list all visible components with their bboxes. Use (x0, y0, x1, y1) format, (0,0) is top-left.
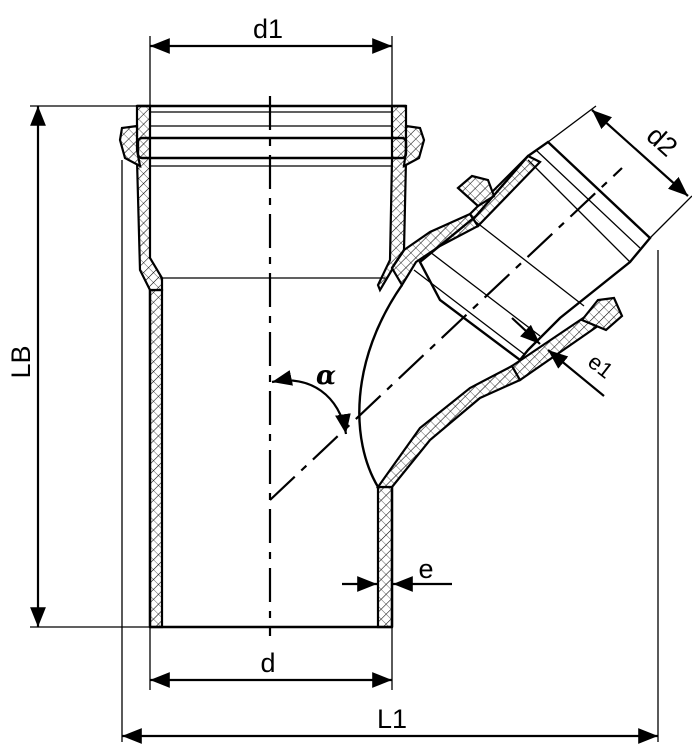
e1-arrow-outer (511, 317, 541, 345)
d2-label: d2 (641, 120, 683, 162)
lb-label: LB (6, 345, 36, 378)
branch-inner-curve (358, 284, 403, 488)
branch-axis (269, 167, 623, 501)
branch-bead-upper (456, 174, 496, 208)
branch-socket-upper (468, 154, 542, 228)
branch-lower-wall (375, 364, 522, 489)
main-left-wall (148, 288, 164, 629)
main-right-wall (376, 485, 394, 629)
alpha-label: α (316, 361, 336, 391)
e1-arrow-inner (547, 349, 605, 397)
main-pipe (118, 104, 426, 629)
d1-label: d1 (253, 14, 283, 44)
e-label: e (418, 554, 433, 584)
alpha-arc (271, 370, 351, 435)
main-socket-left (135, 104, 164, 292)
l1-label: L1 (377, 704, 407, 734)
d-label: d (260, 648, 275, 678)
d2-dimension (591, 109, 689, 197)
seal-ring (136, 136, 408, 160)
branch-pipe (358, 140, 652, 489)
e1-label: e1 (583, 349, 618, 384)
branch-bead-lower (580, 296, 624, 332)
